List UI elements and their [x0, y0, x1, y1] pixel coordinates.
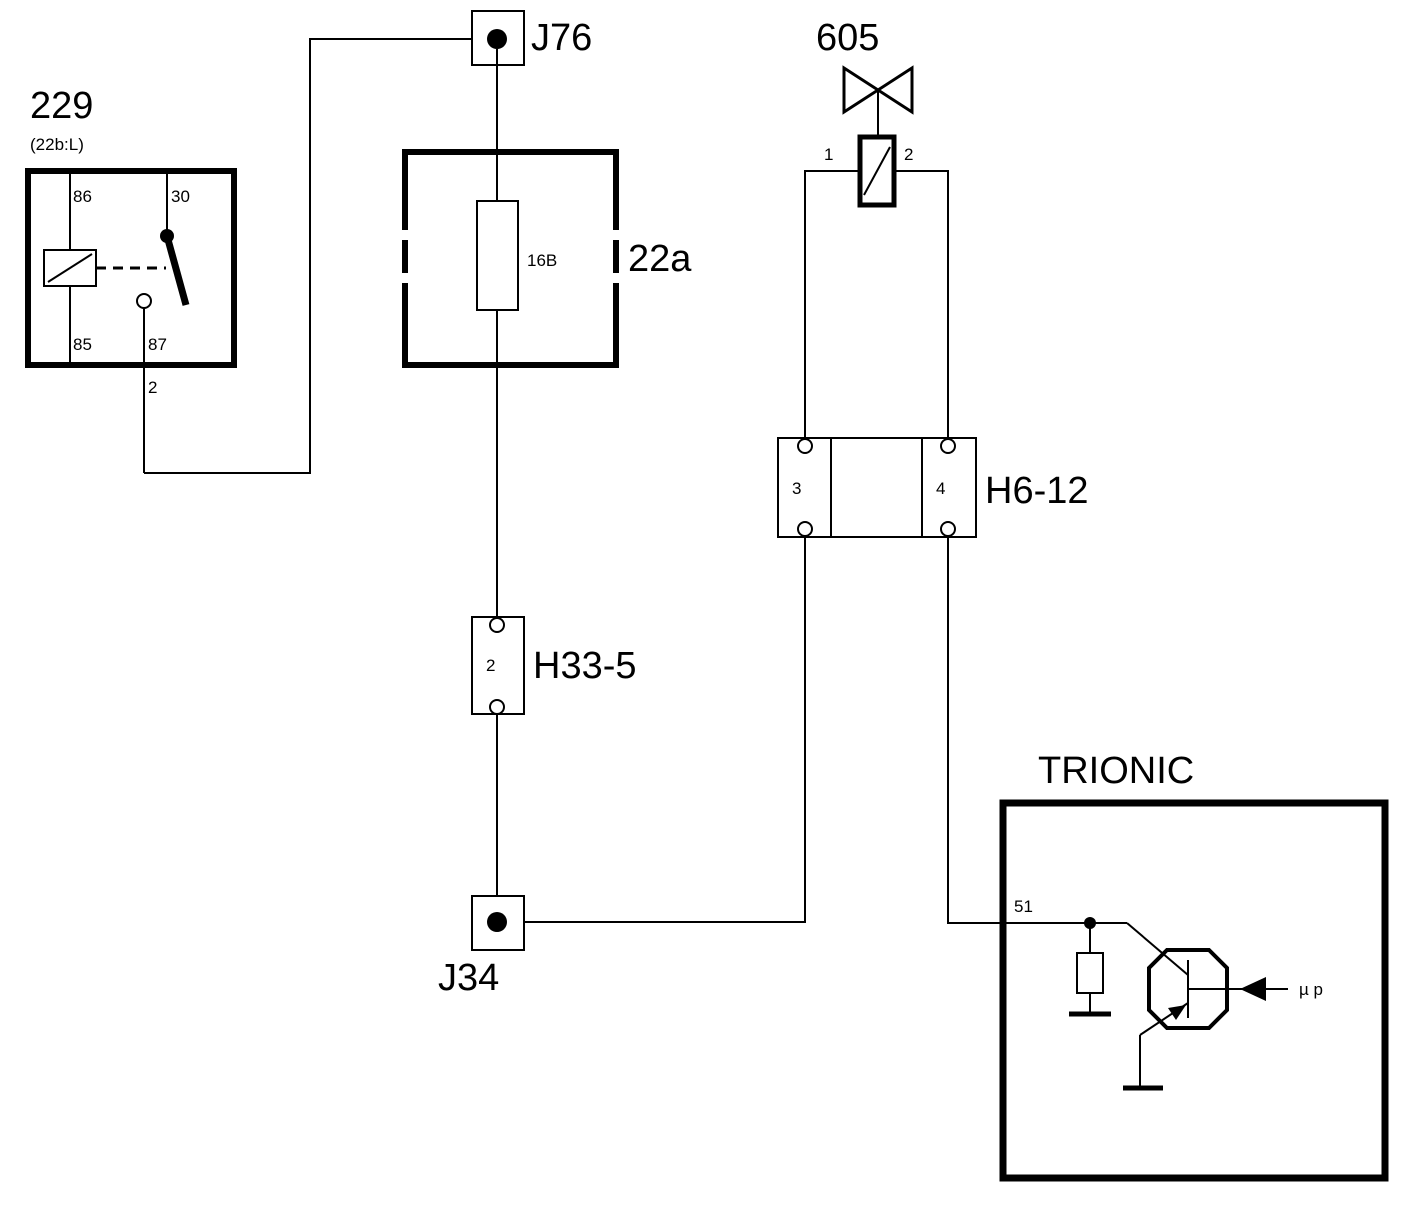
relay-box	[25, 168, 237, 368]
trionic-signal-label: µ p	[1299, 980, 1323, 999]
j34-junction-dot	[487, 912, 507, 932]
relay-sublabel: (22b:L)	[30, 135, 84, 154]
relay-pin-87: 87	[148, 335, 167, 354]
h33-label: H33-5	[533, 645, 637, 687]
splice-j34: J34	[438, 895, 525, 999]
j76-label: J76	[531, 17, 592, 59]
valve-label: 605	[816, 17, 879, 59]
relay-pin-86: 86	[73, 187, 92, 206]
connector-h33-5: 2 H33-5	[471, 616, 637, 715]
j34-label: J34	[438, 957, 499, 999]
valve-pin-2: 2	[904, 145, 913, 164]
fuse-16b	[476, 200, 519, 311]
trionic-box	[999, 799, 1389, 1182]
trionic-ecu: TRIONIC 51 µ p	[999, 750, 1389, 1182]
pullup-resistor	[1076, 952, 1104, 994]
trionic-label: TRIONIC	[1038, 750, 1194, 792]
valve-605: 605 1 2	[816, 17, 914, 208]
h6-pin-3: 3	[792, 479, 801, 498]
splice-j76: J76	[471, 10, 592, 66]
valve-pin-1: 1	[824, 145, 833, 164]
j76-junction-dot	[487, 29, 507, 49]
h33-box	[471, 616, 525, 715]
relay-switch-contact	[163, 235, 190, 306]
relay-wire-number: 2	[148, 378, 157, 397]
fuse-label: 16B	[527, 251, 557, 270]
relay-pin-30: 30	[171, 187, 190, 206]
h6-label: H6-12	[985, 470, 1089, 512]
signal-arrow-icon	[1240, 977, 1266, 1001]
h33-pin: 2	[486, 656, 495, 675]
connector-h6-12: 3 4 H6-12	[777, 437, 1089, 538]
fuse-box-label: 22a	[628, 238, 692, 280]
relay-pin-85: 85	[73, 335, 92, 354]
wire-valve-pin1	[804, 170, 860, 439]
relay-229: 229 (22b:L) 86 30 85 87 2	[25, 85, 237, 473]
wire-relay-j76	[144, 38, 497, 474]
trionic-pin-51: 51	[1014, 897, 1033, 916]
h6-pin-4: 4	[936, 479, 945, 498]
wire-valve-pin2	[894, 170, 949, 439]
transistor-icon	[1147, 948, 1229, 1030]
wire-j34-h6	[524, 535, 806, 923]
fuse-box-22a: 16B 22a	[402, 149, 692, 368]
wire-h6-trionic	[947, 536, 1003, 924]
relay-label: 229	[30, 85, 93, 127]
valve-symbol-icon	[842, 65, 914, 115]
fuse-box-outline	[402, 149, 619, 368]
h6-box	[777, 437, 977, 538]
